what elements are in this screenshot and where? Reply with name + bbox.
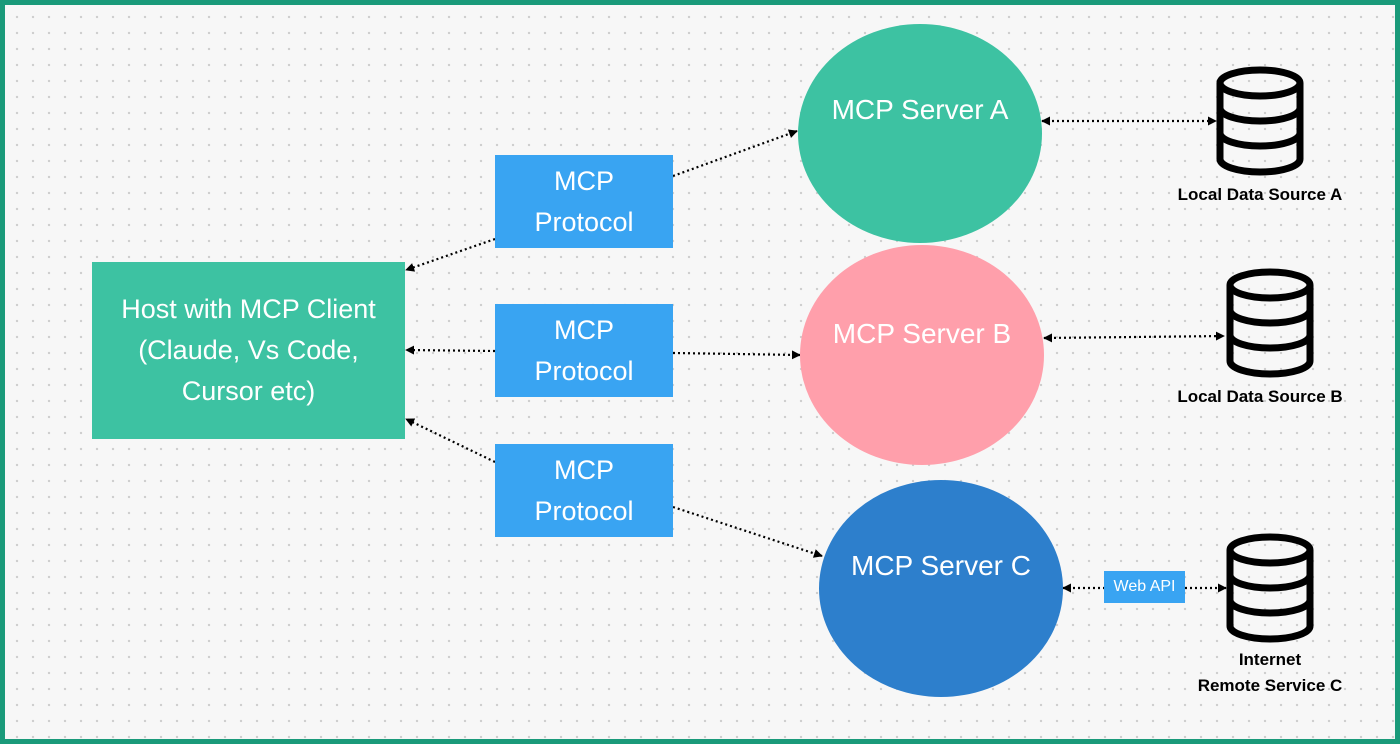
protocol-label-line-2: Protocol	[534, 355, 634, 386]
database-icon	[1216, 66, 1304, 176]
arrow-protocol2-to-server-b	[672, 350, 801, 360]
remote-label-line-2: Remote Service C	[1197, 676, 1343, 695]
host-mcp-client-box: Host with MCP Client (Claude, Vs Code, C…	[92, 262, 405, 439]
mcp-protocol-box-3: MCP Protocol	[495, 444, 673, 537]
local-data-source-a-label: Local Data Source A	[1160, 182, 1360, 208]
server-b-label: MCP Server B	[832, 318, 1012, 349]
server-c-label: MCP Server C	[851, 550, 1031, 581]
source-b-label-line: Local Data Source B	[1177, 387, 1343, 406]
arrow-server-b-to-source-b	[1043, 331, 1225, 343]
arrow-protocol1-to-host	[405, 237, 496, 272]
database-icon	[1226, 268, 1314, 378]
remote-service-c-label: Internet Remote Service C	[1170, 647, 1370, 699]
arrow-protocol1-to-server-a	[672, 129, 798, 178]
mcp-server-c-node: MCP Server C	[819, 480, 1063, 697]
arrow-protocol3-to-server-c	[672, 505, 823, 558]
protocol-label-line-1: MCP	[554, 165, 614, 196]
protocol-label-line-2: Protocol	[534, 206, 634, 237]
host-label-line-3: Cursor etc)	[181, 376, 316, 406]
arrow-protocol2-to-host	[405, 345, 496, 355]
protocol-label-line-2: Protocol	[534, 495, 634, 526]
local-data-source-b-label: Local Data Source B	[1160, 384, 1360, 410]
arrow-protocol3-to-host	[405, 418, 496, 463]
protocol-label-line-1: MCP	[554, 314, 614, 345]
mcp-protocol-box-2: MCP Protocol	[495, 304, 673, 397]
server-a-label: MCP Server A	[831, 94, 1009, 125]
mcp-server-a-node: MCP Server A	[798, 24, 1042, 243]
host-label-line-1: Host with MCP Client	[121, 294, 376, 324]
remote-label-line-1: Internet	[1238, 650, 1302, 669]
host-label-line-2: (Claude, Vs Code,	[138, 335, 359, 365]
database-icon	[1226, 533, 1314, 643]
mcp-server-b-node: MCP Server B	[800, 245, 1044, 465]
mcp-protocol-box-1: MCP Protocol	[495, 155, 673, 248]
web-api-tag: Web API	[1104, 571, 1185, 603]
protocol-label-line-1: MCP	[554, 454, 614, 485]
source-a-label-line: Local Data Source A	[1177, 185, 1343, 204]
